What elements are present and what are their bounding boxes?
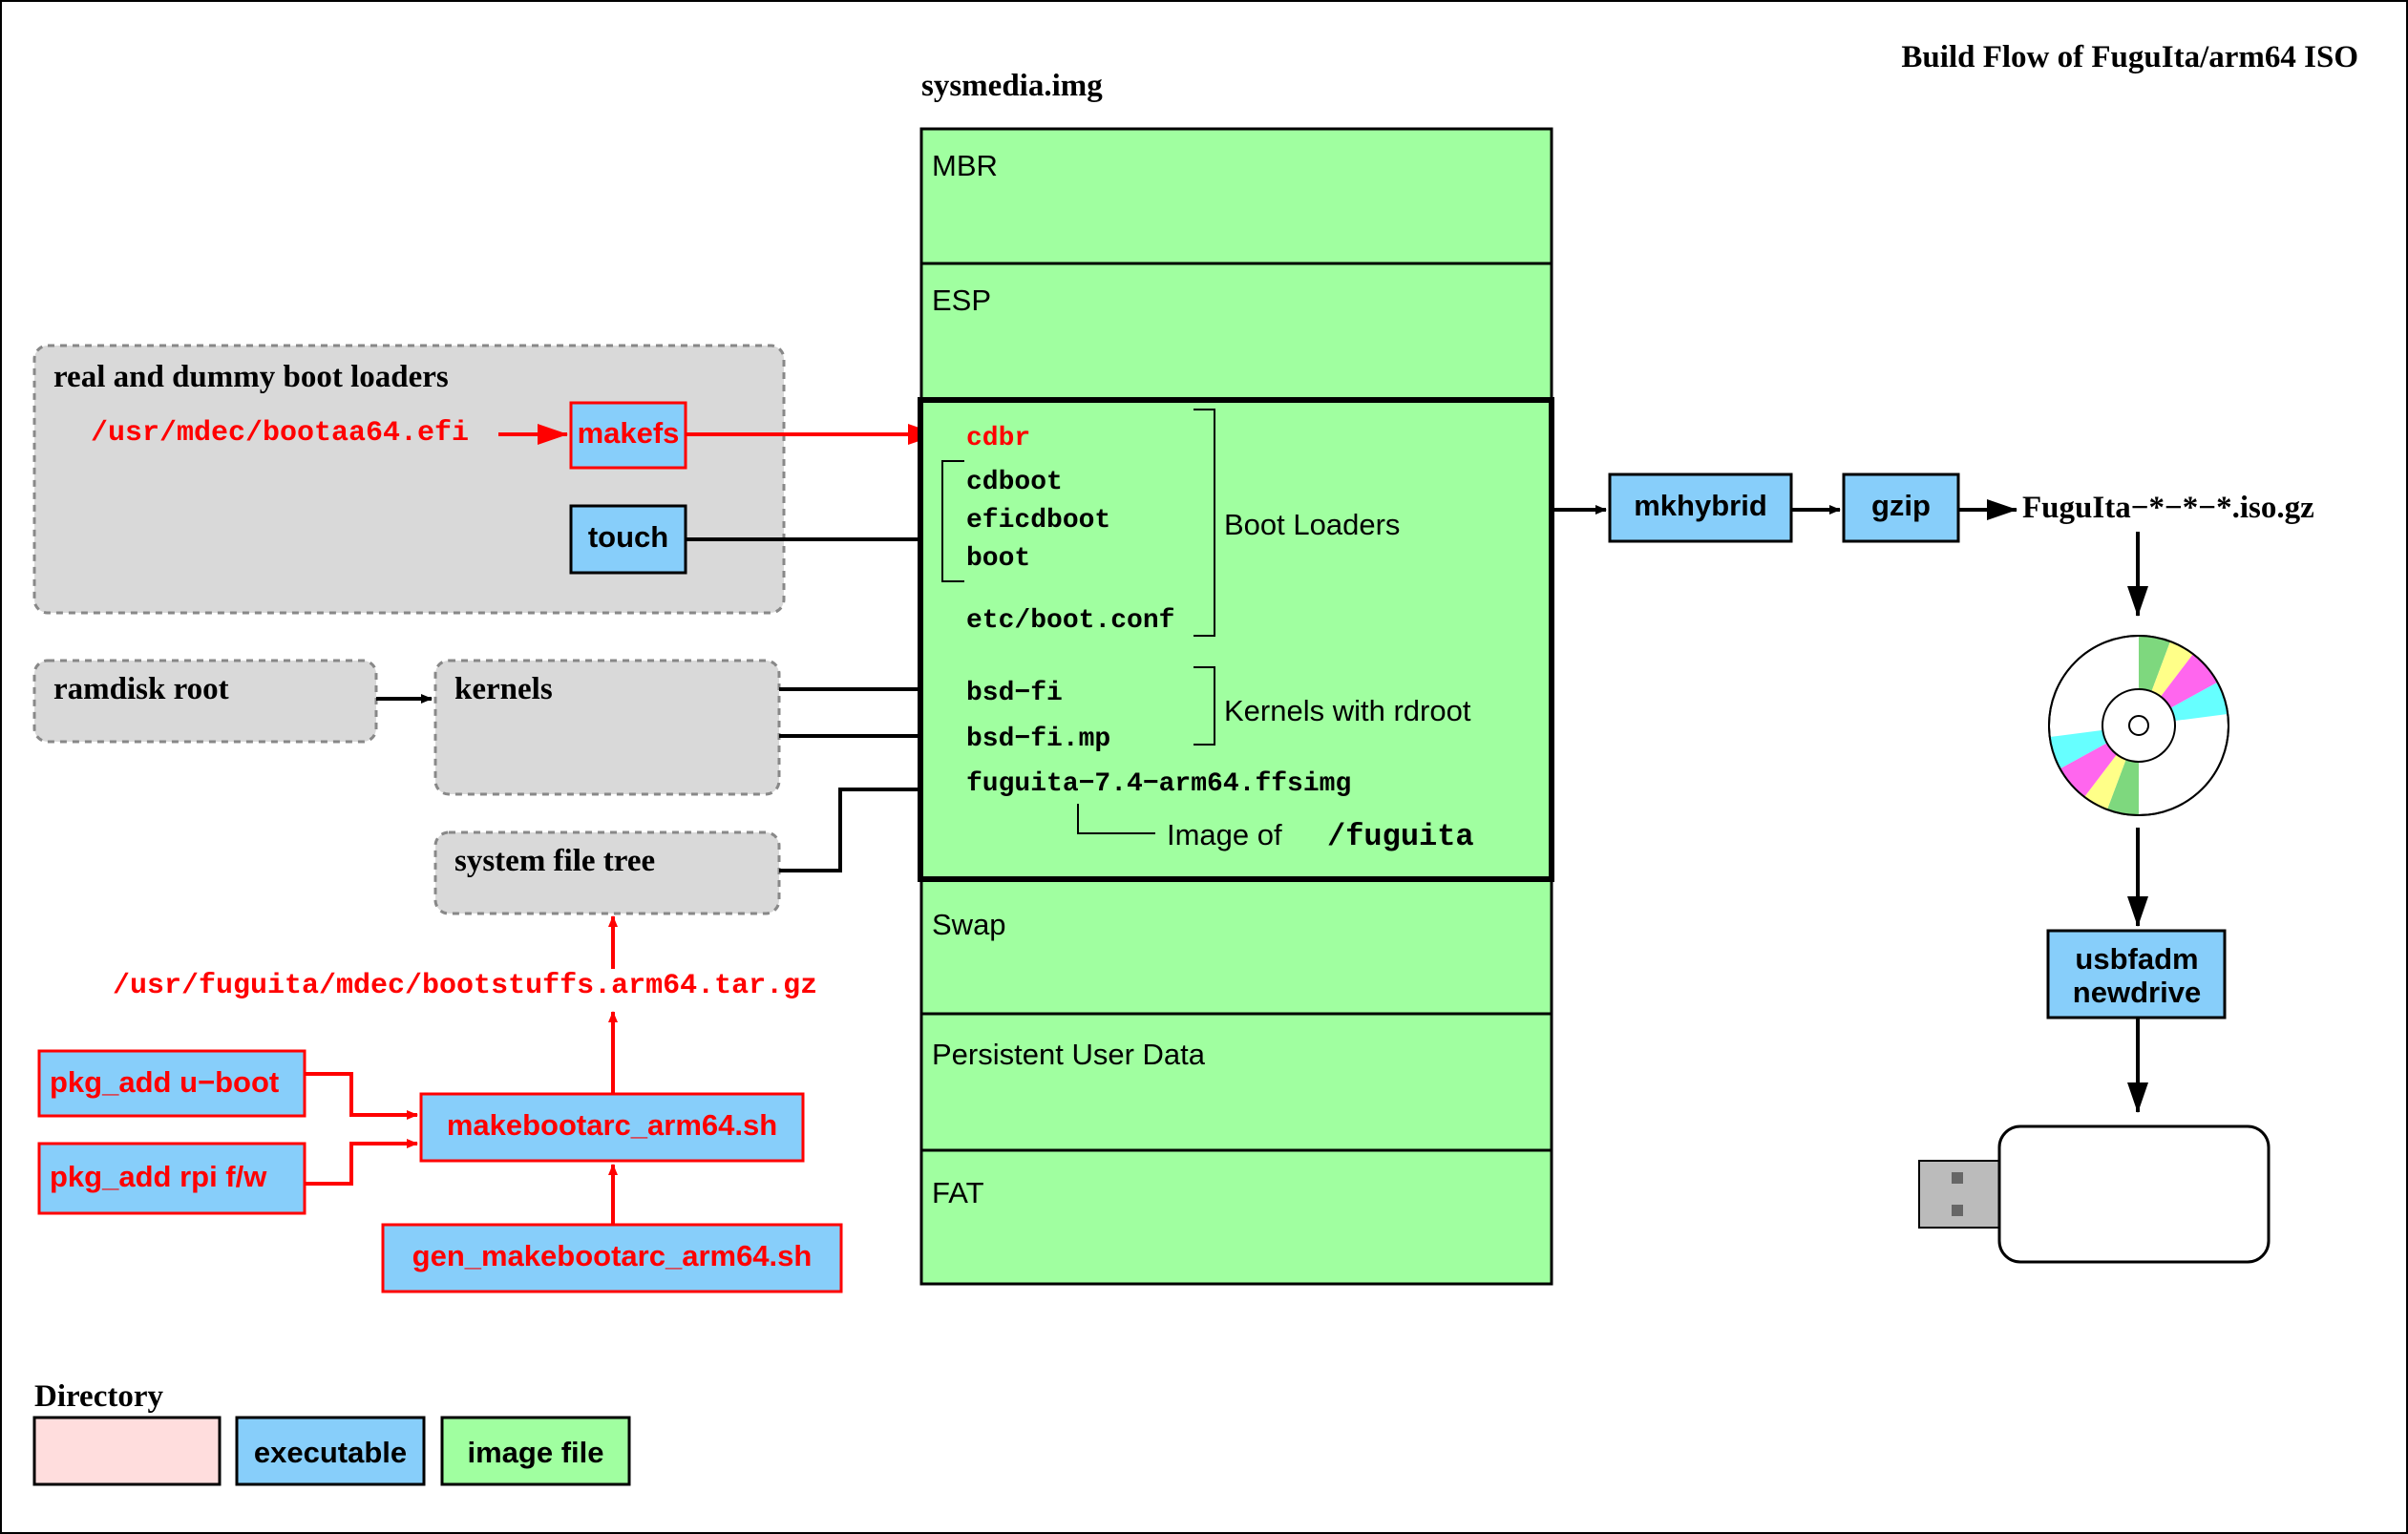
legend-title: Directory bbox=[34, 1379, 163, 1414]
ramdisk-root-group bbox=[32, 659, 378, 744]
boot-loaders-group-label: real and dummy boot loaders bbox=[53, 360, 449, 394]
bootaa64-path: /usr/mdec/bootaa64.efi bbox=[91, 417, 469, 450]
file-ffsimg: fuguita−7.4−arm64.ffsimg bbox=[966, 769, 1351, 799]
bootstuffs-path: /usr/fuguita/mdec/bootstuffs.arm64.tar.g… bbox=[113, 970, 817, 1002]
bracket-kernels bbox=[1193, 666, 1215, 746]
makebootarc-label: makebootarc_arm64.sh bbox=[447, 1108, 777, 1142]
partition-esp: ESP bbox=[932, 284, 991, 317]
output-iso-name: FuguIta−*−*−*.iso.gz bbox=[2022, 491, 2314, 525]
partition-swap: Swap bbox=[932, 908, 1006, 941]
legend-image-file-swatch bbox=[440, 1416, 631, 1486]
partition-mbr: MBR bbox=[932, 149, 998, 182]
sysmedia-title: sysmedia.img bbox=[921, 69, 1103, 103]
arrow-sysfiletree-to-ffsimg bbox=[779, 785, 939, 872]
usbfadm-newdrive-label: newdrive bbox=[2073, 976, 2201, 1009]
gzip-box bbox=[1842, 473, 1960, 543]
file-boot: boot bbox=[966, 544, 1030, 574]
file-bsd-fi-mp: bsd−fi.mp bbox=[966, 725, 1110, 754]
usbfadm-box bbox=[2046, 929, 2227, 1019]
kernels-group bbox=[433, 659, 781, 796]
sysmedia-image bbox=[919, 127, 1553, 1286]
fuguita-dir-label: /fuguita bbox=[1327, 819, 1474, 854]
partition-persistent: Persistent User Data bbox=[932, 1038, 1206, 1071]
image-of-label: Image of bbox=[1167, 818, 1282, 851]
mkhybrid-label: mkhybrid bbox=[1634, 489, 1767, 522]
cd-disc-icon bbox=[2048, 635, 2229, 816]
iso-partition bbox=[918, 397, 1554, 882]
file-cdboot: cdboot bbox=[966, 468, 1063, 497]
touch-label: touch bbox=[588, 520, 668, 554]
legend-image-file-label: image file bbox=[468, 1436, 604, 1469]
pkg-add-uboot-label: pkg_add u−boot bbox=[50, 1065, 279, 1099]
makebootarc-box bbox=[419, 1092, 805, 1163]
bracket-label-kernels-rdroot: Kernels with rdroot bbox=[1224, 694, 1471, 727]
ffsimg-leader-line bbox=[1077, 804, 1155, 834]
bracket-bootloaders-inner bbox=[941, 460, 964, 582]
usbfadm-label: usbfadm bbox=[2075, 942, 2198, 976]
makefs-label: makefs bbox=[578, 416, 680, 450]
file-cdbr: cdbr bbox=[966, 424, 1030, 453]
file-boot-conf: etc/boot.conf bbox=[966, 606, 1174, 636]
file-eficdboot: eficdboot bbox=[966, 506, 1110, 536]
gen-makebootarc-label: gen_makebootarc_arm64.sh bbox=[412, 1239, 813, 1272]
gzip-label: gzip bbox=[1871, 489, 1931, 522]
bracket-bootloaders bbox=[1193, 409, 1215, 637]
gen-makebootarc-box bbox=[381, 1223, 843, 1293]
legend-directory-swatch bbox=[32, 1416, 222, 1486]
file-bsd-fi: bsd−fi bbox=[966, 679, 1063, 708]
partition-fat: FAT bbox=[932, 1176, 984, 1209]
system-file-tree-group bbox=[433, 830, 781, 915]
legend-executable-swatch bbox=[235, 1416, 426, 1486]
bracket-label-boot-loaders: Boot Loaders bbox=[1224, 508, 1400, 541]
pkg-add-rpi-box bbox=[37, 1142, 306, 1215]
arrow-pkg-uboot-to-makebootarc bbox=[305, 1072, 418, 1120]
usb-drive-icon bbox=[1918, 1124, 2271, 1264]
kernels-label: kernels bbox=[454, 672, 553, 706]
arrow-pkg-rpi-to-makebootarc bbox=[305, 1139, 418, 1186]
legend-executable-label: executable bbox=[254, 1436, 407, 1469]
pkg-add-uboot-box bbox=[37, 1049, 306, 1118]
diagram-title: Build Flow of FuguIta/arm64 ISO bbox=[1901, 40, 2358, 74]
pkg-add-rpi-label: pkg_add rpi f/w bbox=[50, 1160, 267, 1193]
ramdisk-root-label: ramdisk root bbox=[53, 672, 229, 706]
system-file-tree-label: system file tree bbox=[454, 844, 655, 878]
